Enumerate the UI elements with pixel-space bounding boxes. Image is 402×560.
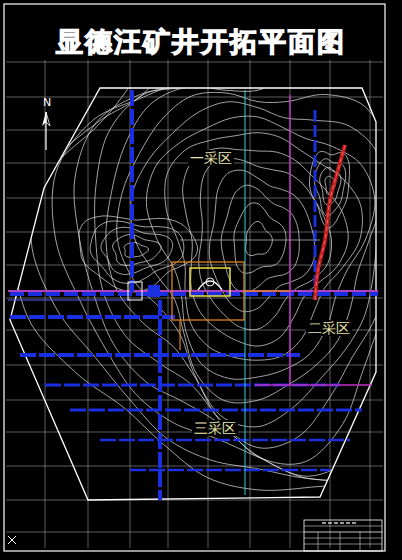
north-arrow	[42, 112, 50, 150]
north-label: N	[41, 96, 53, 109]
corner-mark	[8, 536, 16, 544]
district-label: 二采区	[306, 320, 352, 336]
contour-lines	[15, 0, 402, 490]
fault-line	[315, 145, 345, 300]
grid	[6, 60, 383, 548]
map-title: 显德汪矿井开拓平面图	[0, 24, 402, 60]
district-label: 三采区	[192, 420, 238, 436]
roadways	[8, 90, 378, 500]
district-label: 一采区	[188, 150, 234, 166]
title-block	[304, 520, 382, 551]
shaft-yard	[128, 262, 290, 350]
map-frame	[4, 4, 385, 551]
